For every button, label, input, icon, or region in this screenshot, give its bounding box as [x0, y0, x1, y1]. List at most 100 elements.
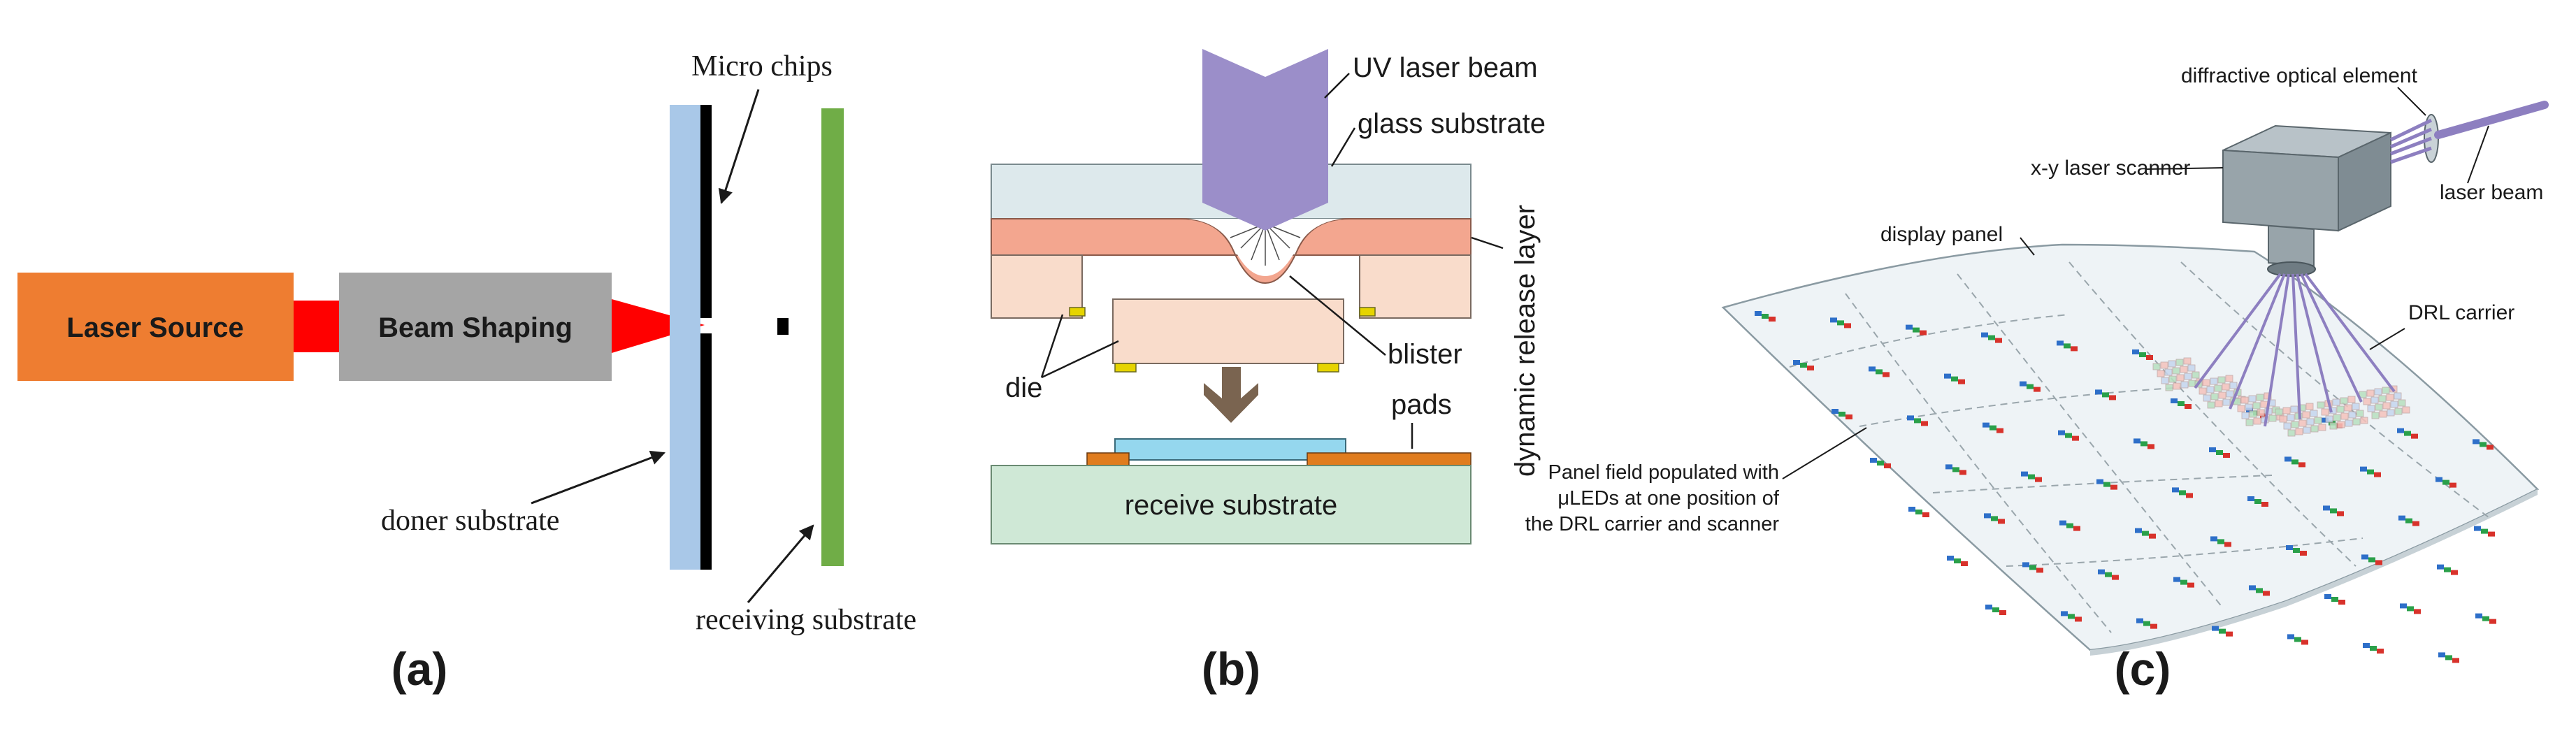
drl-cell — [2310, 425, 2319, 433]
diffractive-optical-element — [2389, 114, 2439, 164]
micro-led — [2330, 508, 2337, 514]
drl-cell — [2173, 382, 2181, 390]
micro-led — [2286, 545, 2293, 550]
drl-cell — [2386, 394, 2394, 401]
micro-led — [2027, 384, 2034, 389]
drl-cell — [2306, 418, 2315, 426]
micro-led — [2150, 623, 2157, 629]
drl-carrier-label: DRL carrier — [2408, 301, 2514, 324]
micro-led — [2452, 658, 2459, 663]
drl-cell — [2175, 359, 2184, 366]
receive-substrate-label: receive substrate — [1125, 490, 1338, 521]
receive-substrate — [991, 465, 1472, 544]
flying-chip — [777, 318, 789, 335]
pads-label: pads — [1391, 389, 1452, 420]
drl-cell — [2314, 417, 2322, 424]
micro-led — [2149, 533, 2156, 539]
xy-scanner-pointer — [2145, 167, 2224, 170]
blister-label: blister — [1388, 339, 1462, 370]
micro-led — [2300, 551, 2307, 556]
drl-cell — [2379, 410, 2387, 418]
micro-led — [2020, 381, 2027, 387]
micro-led — [1958, 379, 1965, 384]
micro-led — [2112, 575, 2119, 580]
drl-cell — [2336, 405, 2345, 413]
micro-led — [2068, 614, 2075, 619]
micro-led — [2331, 597, 2338, 602]
pad-left-on-glass — [1069, 307, 1086, 317]
micro-led — [2210, 536, 2217, 542]
micro-led — [2109, 395, 2116, 401]
micro-led — [2367, 469, 2374, 475]
drl-cell — [2390, 401, 2398, 408]
micro-led — [2337, 511, 2344, 517]
uv-beam-pointer — [1324, 73, 1350, 99]
micro-led — [2301, 640, 2308, 645]
micro-led — [1954, 558, 1961, 563]
drl-cell — [2245, 419, 2254, 426]
micro-led — [2073, 526, 2080, 531]
micro-led — [1921, 421, 1928, 426]
drl-cell — [2206, 386, 2215, 394]
micro-led — [2185, 404, 2192, 409]
micro-led — [1755, 311, 1762, 316]
drl-cell — [2332, 398, 2340, 406]
doe-label: diffractive optical element — [2181, 64, 2418, 87]
released-die-pad-left — [1114, 363, 1137, 373]
die-left-on-glass — [991, 254, 1083, 319]
micro-led — [2294, 637, 2301, 642]
panel-field-label-1: Panel field populated with — [1548, 461, 1779, 484]
drl-cell — [2366, 389, 2375, 397]
drl-cell — [2295, 428, 2303, 435]
drl-cell — [2157, 370, 2165, 377]
micro-led — [2186, 493, 2193, 498]
micro-led — [1869, 366, 1876, 372]
drl-cell — [2241, 412, 2250, 419]
display-panel-pointer — [2020, 237, 2035, 256]
micro-led — [2407, 606, 2414, 612]
drl-cell — [2222, 383, 2230, 391]
micro-led — [2405, 518, 2412, 524]
micro-led — [1877, 461, 1884, 466]
micro-led — [2029, 565, 2036, 570]
micro-led — [2171, 398, 2178, 403]
micro-led — [1995, 338, 2002, 343]
micro-led — [2022, 562, 2029, 568]
micro-led — [1984, 513, 1991, 519]
drl-cell — [2329, 407, 2337, 414]
caption-c: (c) — [2115, 643, 2171, 695]
drl-cell — [2264, 392, 2272, 400]
micro-led — [2397, 428, 2404, 433]
micro-led — [2147, 444, 2154, 449]
micro-led — [2487, 445, 2494, 450]
laser-beam-pointer — [2467, 125, 2489, 184]
laser-source-box — [17, 273, 294, 381]
drl-cell — [2305, 403, 2314, 410]
doner-substrate-pointer — [531, 450, 665, 505]
doner-substrate-label: doner substrate — [381, 505, 559, 537]
drl-carrier-pointer — [2369, 328, 2405, 350]
micro-led — [2360, 466, 2367, 472]
drl-cell — [2290, 405, 2298, 413]
panel-a: Laser Source Beam Shaping Micro chips do… — [17, 50, 916, 695]
drl-cell — [2340, 397, 2348, 405]
drl-cell — [2160, 361, 2168, 369]
laser-source-label: Laser Source — [66, 312, 243, 343]
beam-shaping-box — [339, 273, 612, 381]
drl-cell — [2210, 377, 2218, 385]
micro-led — [2105, 572, 2112, 577]
micro-led — [2400, 603, 2407, 609]
panel-field-pointer — [1782, 427, 1867, 479]
micro-led — [1952, 467, 1959, 472]
micro-led — [2071, 346, 2078, 352]
drl-cell — [2352, 418, 2361, 426]
micro-led — [1762, 314, 1769, 319]
micro-led — [1922, 512, 1929, 517]
incoming-laser-beam — [2434, 101, 2549, 139]
drl-cell — [2222, 398, 2231, 406]
micro-led — [2187, 582, 2194, 588]
drl-cell — [2398, 399, 2406, 407]
panel-field-label-2: μLEDs at one position of — [1557, 487, 1780, 510]
micro-led — [2263, 591, 2270, 596]
micro-led — [2057, 340, 2064, 346]
